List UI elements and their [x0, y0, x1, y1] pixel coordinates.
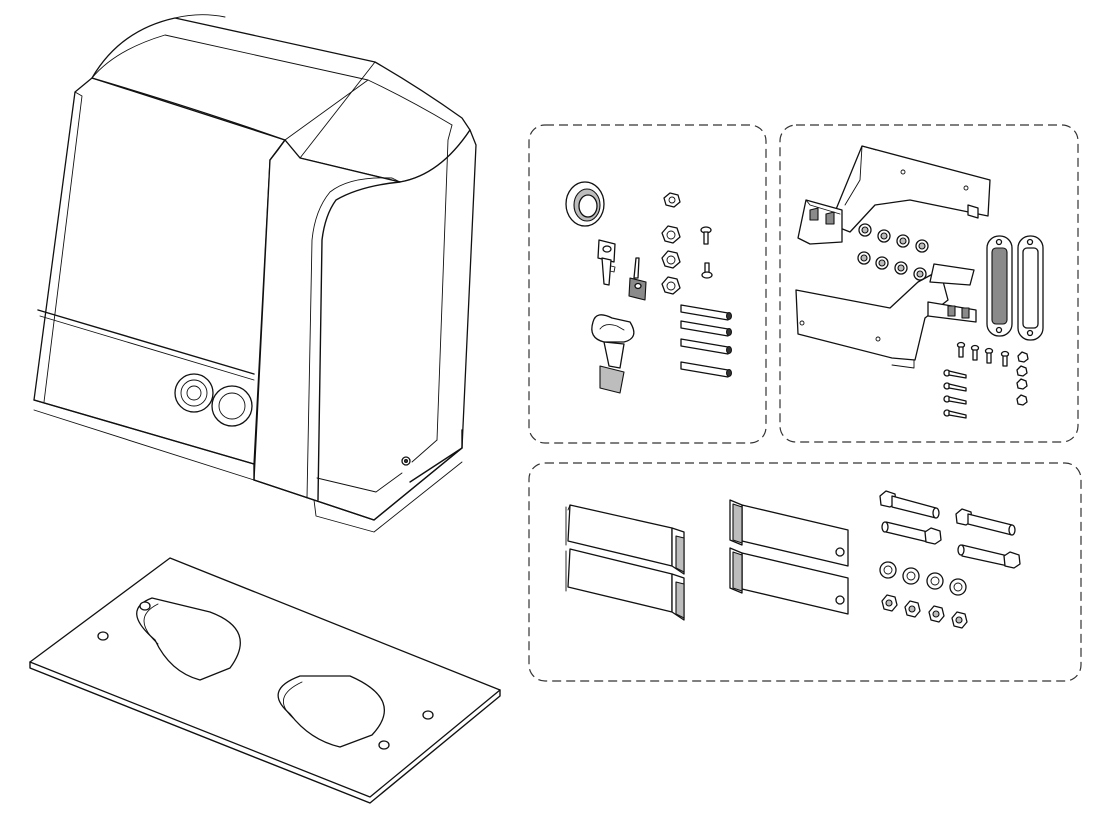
washer [879, 561, 897, 579]
rack-bracket [729, 547, 849, 615]
hex-nut [894, 261, 908, 275]
small-screw [984, 347, 994, 364]
hex-nut [663, 192, 681, 208]
base-plate-hole [139, 601, 151, 611]
hex-nut [896, 234, 910, 248]
screw-set [956, 341, 1029, 367]
lock-knob-right [211, 385, 253, 427]
bracket-kit-frame [779, 124, 1079, 443]
hex-nut [1016, 365, 1028, 377]
bolt [943, 395, 967, 405]
hex-bolt [955, 508, 1016, 536]
release-key [597, 239, 616, 286]
limit-magnet [986, 235, 1013, 337]
hex-nut-set [857, 223, 929, 281]
hex-nut [904, 600, 921, 618]
hex-bolt [881, 521, 942, 545]
hex-nut [661, 276, 681, 295]
hex-nut [857, 251, 871, 265]
bolt [943, 369, 967, 379]
hex-nut [881, 594, 898, 612]
hex-nut [1017, 351, 1029, 363]
bolt [943, 382, 967, 392]
small-screw [956, 341, 966, 358]
small-screw [701, 262, 713, 279]
rack-bracket [565, 548, 685, 621]
limit-magnet [1017, 235, 1044, 341]
small-screw [970, 344, 980, 361]
rack-bracket [729, 499, 849, 567]
hex-nut [858, 223, 872, 237]
limit-bracket-upper [797, 145, 991, 245]
small-screw [700, 226, 712, 245]
hex-nut [661, 250, 681, 269]
hex-nut [1016, 394, 1028, 406]
hex-nut [915, 239, 929, 253]
hex-bolt [957, 544, 1021, 569]
hex-nut [913, 267, 927, 281]
spacer-rod [680, 320, 732, 337]
limit-bracket-lower [795, 263, 977, 369]
small-screw [1000, 350, 1010, 367]
base-plate [29, 557, 501, 804]
bolt [943, 409, 967, 419]
accessory-kit [565, 181, 732, 394]
spacer-rod [680, 304, 732, 321]
washer [949, 578, 967, 596]
release-handle [591, 314, 635, 394]
bolt-set [943, 365, 1028, 419]
washer [926, 572, 944, 590]
motor-housing [33, 14, 477, 533]
rack-bracket [565, 504, 685, 575]
hex-nut [951, 611, 968, 629]
spacer-rod [680, 338, 732, 355]
base-plate-hole [422, 710, 434, 720]
base-plate-cutout-left [136, 597, 241, 681]
release-key [628, 257, 647, 301]
bracket-kit [795, 145, 1044, 419]
hex-nut [661, 225, 681, 244]
base-plate-hole [378, 740, 390, 750]
accessory-kit-frame [528, 124, 767, 444]
hex-nut [928, 605, 945, 623]
spacer-rod [680, 361, 732, 378]
rack-kit-frame [528, 462, 1082, 682]
hex-bolt [879, 490, 940, 519]
base-plate-hole [97, 631, 109, 641]
rack-kit [565, 490, 1021, 629]
hex-nut [1016, 378, 1028, 390]
base-plate-cutout-right [277, 675, 385, 748]
hex-nut [875, 256, 889, 270]
hex-nut [877, 229, 891, 243]
rubber-grommet [565, 181, 605, 227]
lock-knob-left [174, 373, 214, 413]
washer [902, 567, 920, 585]
